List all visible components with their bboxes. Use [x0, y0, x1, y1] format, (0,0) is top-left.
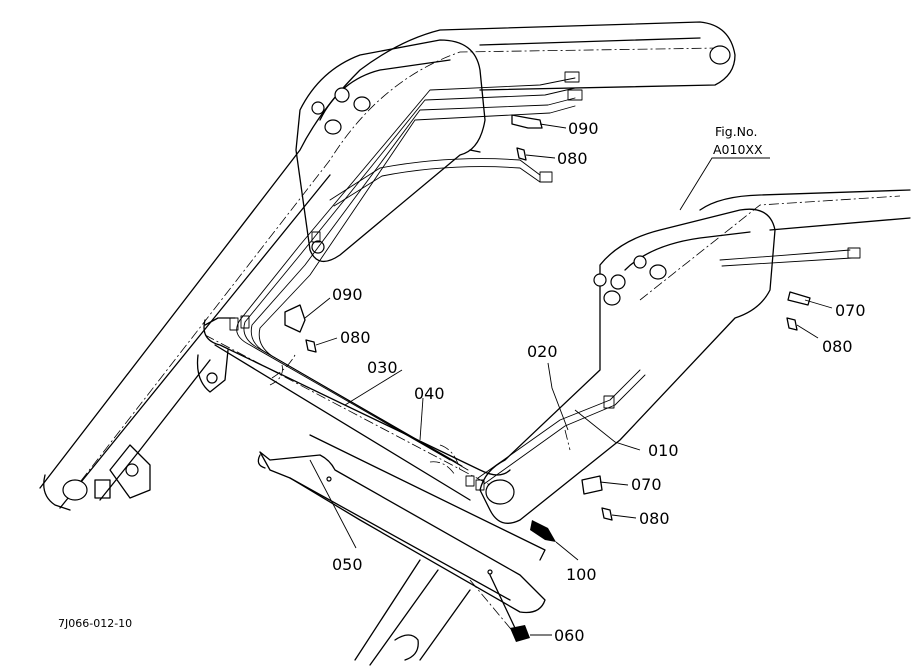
bolt-080-right-lower: [601, 507, 613, 521]
cover-plate: [257, 434, 546, 614]
left-arm-bracket: [295, 39, 486, 262]
boom-pivot-hole: [709, 45, 731, 65]
callout-090-upper: 090: [568, 119, 599, 138]
boom-lower-hole: [62, 479, 88, 501]
callout-080-left: 080: [340, 328, 371, 347]
right-lower-pivot: [485, 479, 515, 505]
bolt-080-left-mid: [305, 339, 317, 353]
grease-fitting-100: [530, 520, 556, 542]
callout-100: 100: [566, 565, 597, 584]
right-hydraulic-pipes: [429, 247, 861, 495]
pipe-end-fitting: [539, 171, 553, 183]
left-hydraulic-pipes: [229, 71, 583, 471]
pipe-clamp: [581, 475, 603, 495]
callout-010: 010: [648, 441, 679, 460]
callout-080-lower: 080: [639, 509, 670, 528]
drawing-code: 7J066-012-10: [58, 617, 132, 630]
callout-080-upper: 080: [557, 149, 588, 168]
callout-070-lower: 070: [631, 475, 662, 494]
callout-040: 040: [414, 384, 445, 403]
leader-lines: [304, 123, 833, 636]
callout-080-right: 080: [822, 337, 853, 356]
bolt-060: [489, 574, 530, 642]
figure-ref-line2: A010XX: [713, 142, 763, 157]
figure-reference: Fig.No. A010XX: [713, 124, 763, 157]
callout-060: 060: [554, 626, 585, 645]
figure-ref-line1: Fig.No.: [715, 124, 757, 139]
bolt-080-right-upper: [786, 317, 798, 331]
callout-050: 050: [332, 555, 363, 574]
callout-labels: 090 080 090 080 030 040 020 010 070 080 …: [332, 119, 866, 645]
bolt-080-upper: [516, 147, 527, 161]
pipe-clamp: [284, 304, 306, 333]
right-boom-arm: [479, 189, 911, 524]
pipe-clamp: [511, 114, 543, 129]
lower-frame: [354, 559, 521, 666]
pipe-clamp: [787, 291, 811, 306]
callout-070-right: 070: [835, 301, 866, 320]
callout-030: 030: [367, 358, 398, 377]
callout-090-left: 090: [332, 285, 363, 304]
cross-tube: [196, 317, 511, 501]
callout-020: 020: [527, 342, 558, 361]
left-boom-arm: [39, 21, 736, 511]
